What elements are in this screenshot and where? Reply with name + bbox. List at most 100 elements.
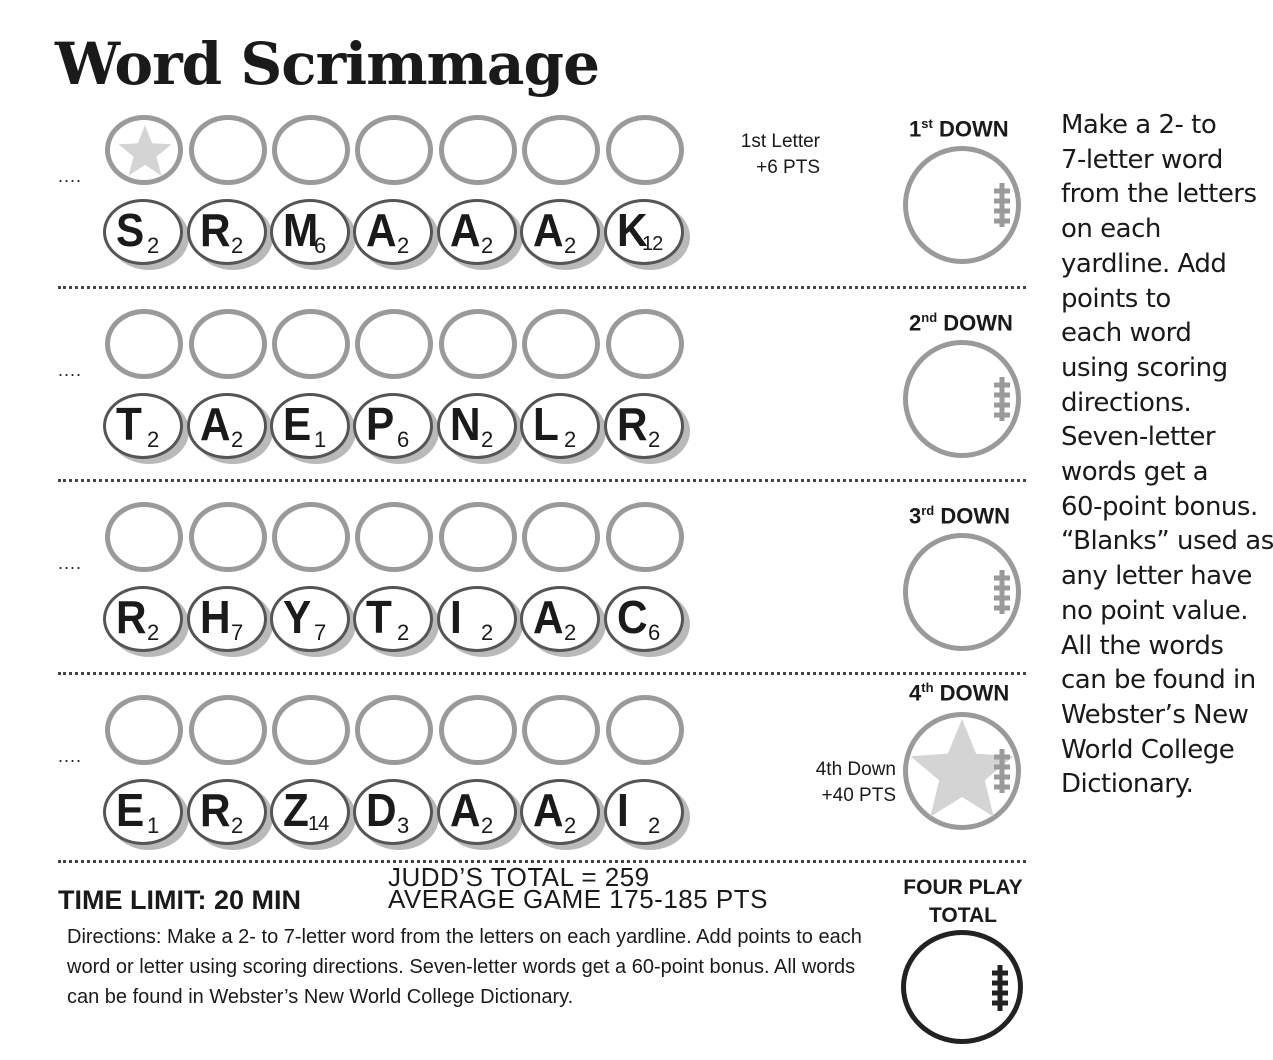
answer-blank[interactable] xyxy=(189,695,267,765)
tile-face xyxy=(353,393,433,459)
football-laces-icon xyxy=(994,183,1010,227)
answer-blank[interactable] xyxy=(355,309,433,379)
tile-points: 2 xyxy=(564,813,577,838)
answer-blank[interactable] xyxy=(272,115,350,185)
tile-points: 2 xyxy=(231,233,244,258)
answer-blank[interactable] xyxy=(439,309,517,379)
answer-blank[interactable] xyxy=(606,695,684,765)
answer-blank[interactable] xyxy=(522,309,600,379)
total-label-line-2: TOTAL xyxy=(928,904,998,927)
tile-points: 2 xyxy=(481,620,494,645)
tile-face xyxy=(103,779,183,845)
tile-face xyxy=(353,779,433,845)
answer-blank[interactable] xyxy=(355,502,433,572)
tile-points: 6 xyxy=(648,620,661,645)
bonus-line: +40 PTS xyxy=(821,785,896,806)
row-marker: .... xyxy=(58,746,83,766)
tile-letter: R xyxy=(200,784,231,836)
bonus-label: 1st Letter+6 PTS xyxy=(700,129,820,181)
answer-blank[interactable] xyxy=(355,695,433,765)
answer-blank[interactable] xyxy=(522,695,600,765)
score-reference: JUDD’S TOTAL = 259 AVERAGE GAME 175-185 … xyxy=(388,862,768,912)
instruction-line: Webster’s New xyxy=(1061,699,1249,730)
tile-letter: A xyxy=(200,398,231,450)
tile-face xyxy=(187,393,267,459)
tile-face xyxy=(604,393,684,459)
answer-blank[interactable] xyxy=(189,309,267,379)
time-limit: TIME LIMIT: 20 MIN xyxy=(58,885,301,915)
judd-total: JUDD’S TOTAL = 259 xyxy=(388,862,650,892)
answer-blank[interactable] xyxy=(272,502,350,572)
answer-blank[interactable] xyxy=(355,115,433,185)
tile-points: 12 xyxy=(642,233,663,255)
tile-points: 6 xyxy=(314,233,327,258)
answer-blank[interactable] xyxy=(606,115,684,185)
tile-letter: K xyxy=(617,204,648,256)
tile-letter: M xyxy=(283,204,319,256)
answer-blank[interactable] xyxy=(105,115,183,185)
answer-blank[interactable] xyxy=(439,695,517,765)
tile-letter: T xyxy=(366,591,392,643)
tile-points: 2 xyxy=(648,813,661,838)
answer-blank[interactable] xyxy=(189,502,267,572)
down-score-input[interactable] xyxy=(903,146,1021,264)
answer-blank[interactable] xyxy=(439,115,517,185)
down-label: 1st DOWN xyxy=(909,116,1009,142)
tile-points: 1 xyxy=(314,427,327,452)
tile-face xyxy=(270,393,350,459)
instruction-line: directions. xyxy=(1061,387,1192,418)
answer-blank[interactable] xyxy=(272,695,350,765)
answer-blank[interactable] xyxy=(606,309,684,379)
down-ordinal: rd xyxy=(921,503,935,518)
tile-letter: R xyxy=(116,591,147,643)
tile-face xyxy=(187,779,267,845)
four-play-total-input[interactable] xyxy=(901,930,1023,1044)
answer-blank[interactable] xyxy=(105,695,183,765)
tile-face xyxy=(270,199,350,265)
answer-blank[interactable] xyxy=(189,115,267,185)
instruction-line: words get a xyxy=(1061,457,1209,488)
tile-points: 2 xyxy=(481,427,494,452)
instruction-line: All the words xyxy=(1061,630,1224,661)
tile-points: 14 xyxy=(308,813,329,835)
down-score-input[interactable] xyxy=(903,533,1021,651)
instruction-line: points to xyxy=(1061,283,1171,314)
tile-face xyxy=(520,586,600,652)
tile-letter: R xyxy=(200,204,231,256)
tile-points: 3 xyxy=(397,813,410,838)
tile-face xyxy=(103,199,183,265)
tile-letter: Z xyxy=(283,784,309,836)
tile-face xyxy=(604,779,684,845)
answer-blank[interactable] xyxy=(105,502,183,572)
down-score-input[interactable] xyxy=(903,712,1021,830)
down-score-input[interactable] xyxy=(903,340,1021,458)
four-play-total-label: FOUR PLAY TOTAL xyxy=(893,874,1033,930)
tile-face xyxy=(353,199,433,265)
answer-blank[interactable] xyxy=(272,309,350,379)
answer-blank[interactable] xyxy=(522,502,600,572)
answer-blank[interactable] xyxy=(439,502,517,572)
answer-blank[interactable] xyxy=(606,502,684,572)
tile-points: 7 xyxy=(314,620,327,645)
instruction-line: can be found in xyxy=(1061,665,1256,696)
yardline-divider xyxy=(58,860,1026,863)
answer-blank[interactable] xyxy=(105,309,183,379)
tile-letter: A xyxy=(533,204,564,256)
answer-blank[interactable] xyxy=(522,115,600,185)
down-text: DOWN xyxy=(943,310,1013,336)
tile-points: 1 xyxy=(147,813,160,838)
row-marker: .... xyxy=(58,360,83,380)
